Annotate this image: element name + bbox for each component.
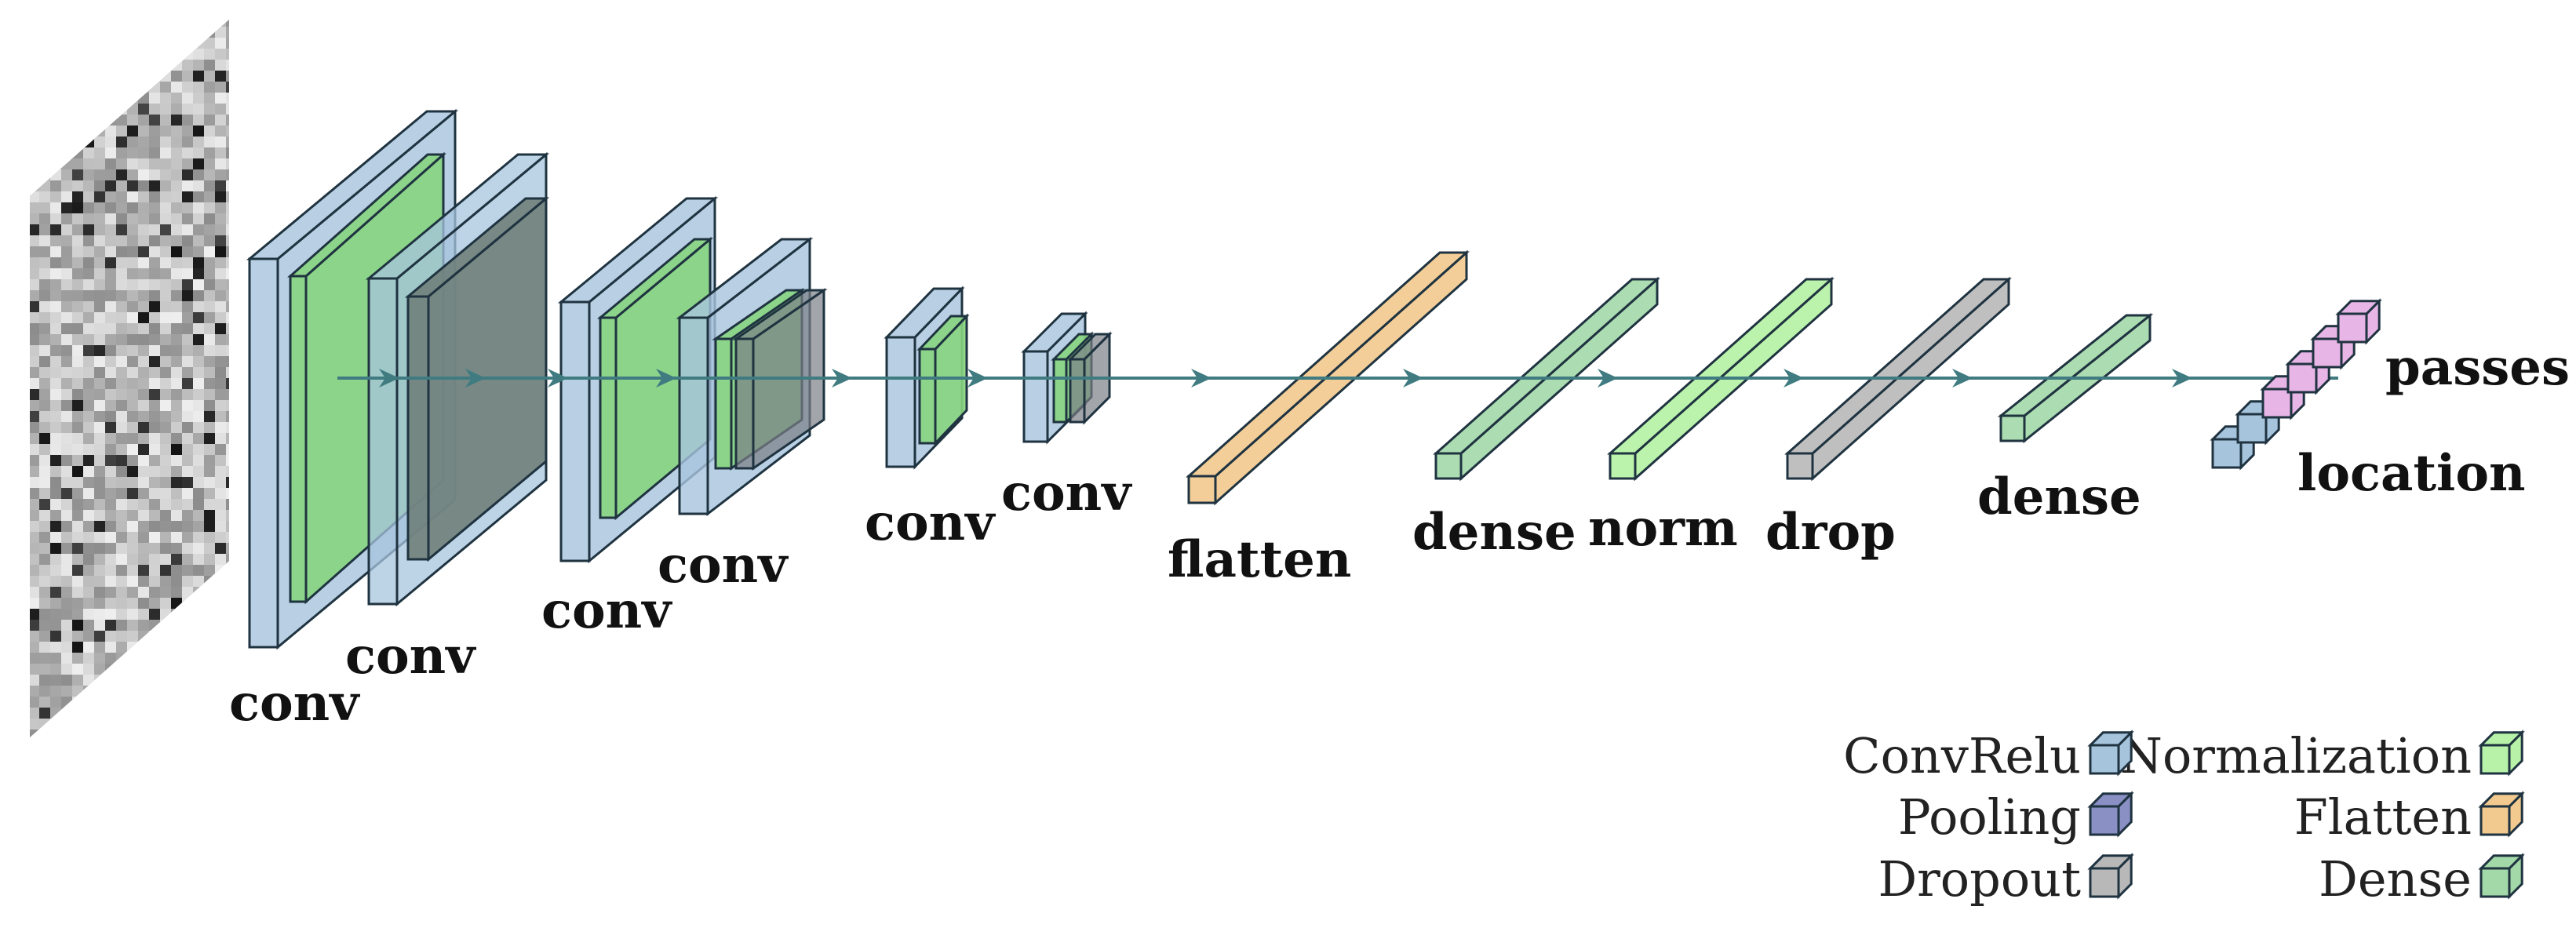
legend-label-dropout: Dropout [1878,850,2081,908]
layer-label-drop: drop [1765,503,1896,562]
layer-label-conv2: conv [345,627,476,686]
legend: ConvRelu Pooling Dropout Normalization F… [1843,727,2525,908]
layer-label-conv3: conv [541,581,672,640]
flow-arrow [2172,369,2192,388]
layer-label-conv6: conv [1001,464,1132,522]
legend-label-pooling: Pooling [1898,788,2081,846]
flow-arrow [548,369,568,388]
legend-icon-dropout [2087,853,2134,900]
input-image [30,20,229,737]
output-label-location: location [2297,444,2526,503]
passes-cube-4 [2335,298,2382,345]
flow-line [337,369,2338,388]
flow-arrow [656,369,676,388]
legend-icon-dense [2478,853,2525,900]
legend-icon-flatten [2478,791,2525,838]
layer-labels: conv conv conv conv conv conv flatten de… [229,338,2570,733]
legend-label-convrelu: ConvRelu [1843,727,2081,784]
legend-icon-normalization [2478,730,2525,777]
flow-arrow [967,369,988,388]
layer-conv6 [1021,311,1113,445]
output-label-passes: passes [2385,338,2570,397]
flow-arrow [1598,369,1618,388]
layer-conv2 [365,151,550,607]
legend-label-flatten: Flatten [2294,788,2472,846]
flow-arrow [1952,369,1973,388]
layer-label-dense2: dense [1977,468,2141,526]
flow-arrow [1403,369,1423,388]
layer-label-flatten: flatten [1168,530,1351,589]
flow-arrow [1784,369,1804,388]
flow-arrow [1191,369,1211,388]
legend-label-normalization: Normalization [2120,727,2472,784]
layer-label-norm: norm [1588,499,1738,558]
flow-arrow [832,369,852,388]
output-boxes [2210,298,2382,471]
layer-label-conv1: conv [229,674,360,733]
flow-arrow [465,369,486,388]
flow-arrow [379,369,399,388]
layer-label-conv4: conv [658,536,789,595]
legend-icon-convrelu [2087,730,2134,777]
layer-label-conv5: conv [865,493,996,552]
legend-icon-pooling [2087,791,2134,838]
layer-label-dense1: dense [1412,503,1576,562]
legend-label-dense: Dense [2319,850,2472,908]
